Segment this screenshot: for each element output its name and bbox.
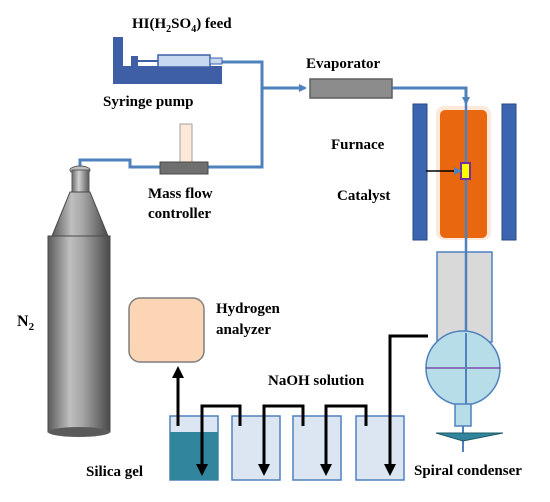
mfc-outlet-line xyxy=(208,85,264,169)
syringe-barrel xyxy=(157,54,211,68)
to-furnace-line xyxy=(392,86,470,105)
mass-flow-label-line2: controller xyxy=(148,206,211,222)
cylinder-body xyxy=(47,235,111,433)
mfc-body xyxy=(159,161,209,175)
n2-cylinder xyxy=(47,165,111,437)
naoh-bottle-2 xyxy=(292,415,342,481)
spiral-condenser-label: Spiral condenser xyxy=(414,463,522,479)
silica-gel-label: Silica gel xyxy=(86,464,143,480)
furnace-label: Furnace xyxy=(331,137,385,153)
pump-pusher xyxy=(131,56,138,67)
stopcock xyxy=(435,432,504,442)
pump-outlet-line xyxy=(222,60,264,88)
furnace xyxy=(412,90,517,252)
cylinder-shoulder xyxy=(51,191,109,237)
furnace-wall-right xyxy=(501,103,517,241)
condenser-to-trap3 xyxy=(384,334,428,476)
catalyst-label: Catalyst xyxy=(337,188,390,204)
n2-supply-line xyxy=(78,158,160,169)
feed-label: HI(H2SO4) feed xyxy=(132,16,232,35)
syringe-tip xyxy=(209,57,223,65)
hydrogen-label-line1: Hydrogen xyxy=(216,301,281,317)
cylinder-valve xyxy=(71,169,90,193)
trap-lines xyxy=(172,334,428,476)
syringe-pump xyxy=(113,37,223,84)
hydrogen-analyzer xyxy=(128,297,205,363)
gas-lines xyxy=(78,60,470,169)
naoh-solution-label: NaOH solution xyxy=(268,373,365,389)
pump-base xyxy=(118,66,222,84)
trap2-to-trap1 xyxy=(258,404,305,476)
evaporator xyxy=(309,78,393,99)
condenser-column xyxy=(436,251,493,343)
n2-label: N2 xyxy=(17,313,35,333)
trap3-to-trap2 xyxy=(320,404,368,476)
condenser-outlet xyxy=(454,403,472,427)
spiral-condenser xyxy=(425,251,504,452)
mass-flow-label-line1: Mass flow xyxy=(148,186,213,202)
silica-gel-fill xyxy=(170,432,218,480)
evaporator-label: Evaporator xyxy=(306,56,381,72)
pump-upright xyxy=(113,37,123,84)
wash-bottles xyxy=(169,415,405,481)
mass-flow-controller xyxy=(159,123,209,175)
catalyst-bed xyxy=(460,162,471,180)
naoh-bottle-1 xyxy=(231,415,281,481)
furnace-wall-left xyxy=(412,103,428,241)
syringe-pump-label: Syringe pump xyxy=(103,94,193,110)
cylinder-base xyxy=(48,427,110,437)
naoh-bottle-3 xyxy=(355,415,405,481)
hydrogen-label-line2: analyzer xyxy=(216,322,271,338)
trap1-to-silica xyxy=(196,404,242,476)
mfc-stem xyxy=(179,123,193,163)
